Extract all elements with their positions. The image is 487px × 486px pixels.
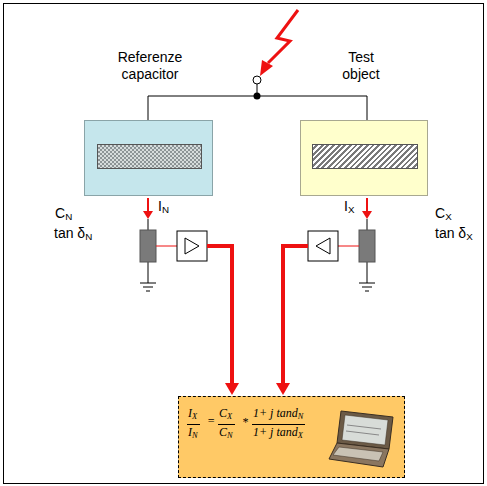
loss-factor-label: tan δX xyxy=(435,225,473,243)
capacitance-label: CN xyxy=(55,205,72,223)
amplifier-symbol xyxy=(185,238,199,254)
formula-term: IN xyxy=(188,425,198,441)
ground-symbol xyxy=(362,287,372,288)
dielectric-hatched xyxy=(312,144,418,169)
connection-wire xyxy=(148,96,367,120)
fraction-bar xyxy=(252,424,305,425)
formula-term: 1+ j tandN xyxy=(253,406,303,422)
fraction-bar xyxy=(187,424,200,425)
ground-symbol xyxy=(359,283,375,284)
ground-symbol xyxy=(143,287,153,288)
signal-arrow xyxy=(283,246,308,384)
signal-wire xyxy=(338,246,359,247)
laptop-keyboard xyxy=(333,447,383,461)
formula-term: CN xyxy=(219,425,233,441)
signal-arrow-head xyxy=(276,383,290,395)
current-arrow-head xyxy=(362,211,372,219)
component-title: Test object xyxy=(331,49,391,83)
lightning-head xyxy=(260,60,273,76)
formula-term: 1+ j tandX xyxy=(253,425,303,441)
computer-box: IX IN = CX CN * 1+ j tandN 1+ j tandX xyxy=(178,396,405,478)
current-arrow xyxy=(147,198,149,212)
current-arrow xyxy=(366,198,368,212)
amplifier-box xyxy=(308,231,338,261)
signal-wire xyxy=(156,246,177,247)
formula-term: * xyxy=(242,415,248,429)
laptop-base xyxy=(329,443,389,467)
capacitance-label: CX xyxy=(435,205,452,223)
fraction-bar xyxy=(218,424,235,425)
lightning-bolt xyxy=(268,10,298,63)
current-sensor xyxy=(140,230,156,262)
ground-symbol xyxy=(146,291,150,292)
laptop-icon xyxy=(327,409,399,471)
loss-factor-label: tan δN xyxy=(54,225,92,243)
laptop-screen xyxy=(342,415,388,445)
formula-term: = xyxy=(207,414,215,428)
current-arrow-head xyxy=(143,211,153,219)
dielectric-checkered xyxy=(97,144,202,169)
terminal xyxy=(253,76,261,84)
frame xyxy=(4,4,484,484)
current-sensor xyxy=(359,230,375,262)
reference-capacitor: Referenze capacitorCNtan δN xyxy=(84,120,213,196)
ground-symbol xyxy=(140,283,156,284)
signal-arrow-head xyxy=(225,383,239,395)
signal-arrow xyxy=(207,246,232,384)
screen-line xyxy=(347,425,381,429)
component-title: Referenze capacitor xyxy=(105,49,195,83)
formula-term: CX xyxy=(219,406,232,422)
current-label: IX xyxy=(344,198,354,216)
screen-line xyxy=(346,431,379,435)
amplifier-box xyxy=(177,231,207,261)
current-label: IN xyxy=(158,198,169,216)
test-object: Test objectCXtan δX xyxy=(300,120,428,196)
amplifier-symbol xyxy=(316,238,330,254)
formula-term: IX xyxy=(188,406,197,422)
ground-symbol xyxy=(365,291,369,292)
laptop-lid xyxy=(337,411,393,449)
